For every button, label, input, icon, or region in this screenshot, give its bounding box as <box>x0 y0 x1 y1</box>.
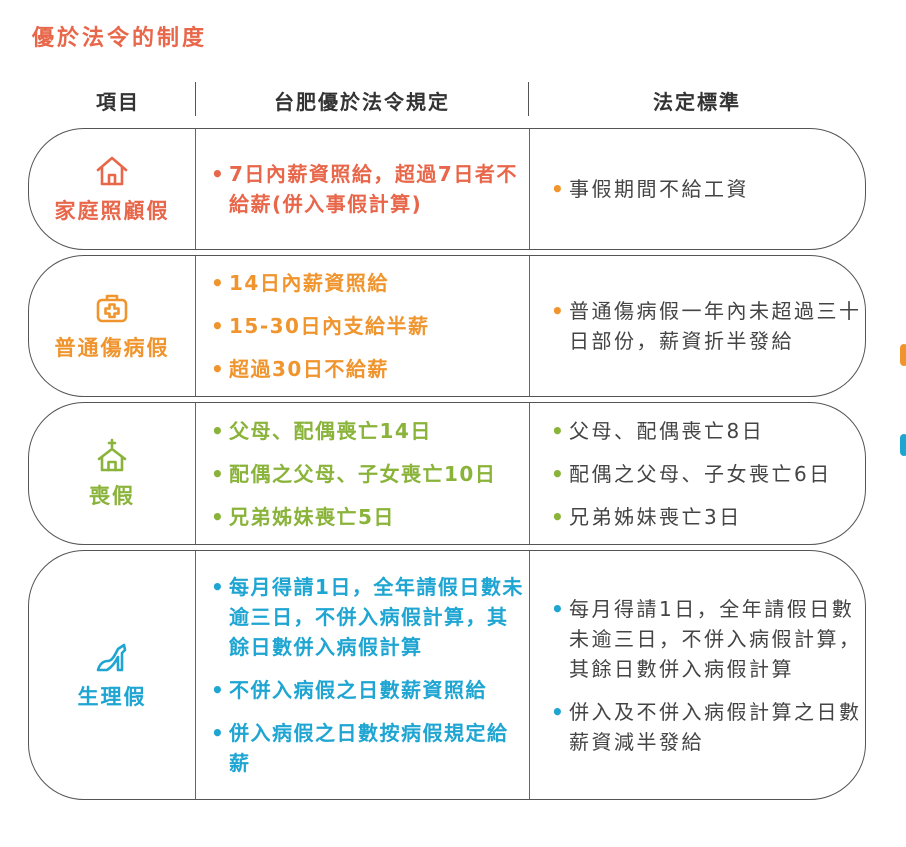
list-item: •超過30日不給薪 <box>211 357 389 381</box>
header-taifei: 台肥優於法令規定 <box>274 90 450 114</box>
list-item: •併入及不併入病假計算之日數薪資減半發給 <box>551 699 862 754</box>
row-menstrual-leave: 生理假 •每月得請1日，全年請假日數未逾三日，不併入病假計算，其餘日數併入病假計… <box>28 550 866 800</box>
list-item: •7日內薪資照給，超過7日者不給薪(併入事假計算) <box>211 162 518 216</box>
category-label: 生理假 <box>77 685 147 709</box>
list-item: •併入病假之日數按病假規定給薪 <box>211 721 509 775</box>
list-item: •事假期間不給工資 <box>551 177 749 201</box>
taifei-cell: •每月得請1日，全年請假日數未逾三日，不併入病假計算，其餘日數併入病假計算 •不… <box>205 551 525 799</box>
list-item: •每月得請1日，全年請假日數未逾三日，不併入病假計算，其餘日數併入病假計算 <box>211 575 524 659</box>
high-heel-icon <box>96 643 127 672</box>
list-item: •普通傷病假一年內未超過三十日部份，薪資折半發給 <box>551 299 862 353</box>
edge-decoration <box>900 344 906 366</box>
house-icon <box>96 156 128 186</box>
list-item: •父母、配偶喪亡8日 <box>551 418 765 443</box>
legal-cell: •父母、配偶喪亡8日 •配偶之父母、子女喪亡6日 •兄弟姊妹喪亡3日 <box>545 403 863 544</box>
category-label: 普通傷病假 <box>54 336 170 360</box>
legal-cell: •事假期間不給工資 <box>545 129 863 249</box>
category-label: 家庭照顧假 <box>54 199 170 223</box>
list-item: •兄弟姊妹喪亡5日 <box>211 504 395 529</box>
legal-cell: •普通傷病假一年內未超過三十日部份，薪資折半發給 <box>545 256 863 396</box>
list-item: •父母、配偶喪亡14日 <box>211 418 432 443</box>
list-item: •不併入病假之日數薪資照給 <box>211 678 487 702</box>
category-cell: 生理假 <box>29 551 195 799</box>
taifei-cell: •父母、配偶喪亡14日 •配偶之父母、子女喪亡10日 •兄弟姊妹喪亡5日 <box>205 403 525 544</box>
header-divider <box>528 82 529 116</box>
category-cell: 普通傷病假 <box>29 256 195 396</box>
first-aid-kit-icon <box>96 294 128 323</box>
taifei-cell: •14日內薪資照給 •15-30日內支給半薪 •超過30日不給薪 <box>205 256 525 396</box>
list-item: •15-30日內支給半薪 <box>211 314 430 338</box>
list-item: •14日內薪資照給 <box>211 271 389 295</box>
legal-cell: •每月得請1日，全年請假日數未逾三日，不併入病假計算，其餘日數併入病假計算 •併… <box>545 551 863 799</box>
chapel-icon <box>97 438 127 471</box>
row-funeral-leave: 喪假 •父母、配偶喪亡14日 •配偶之父母、子女喪亡10日 •兄弟姊妹喪亡5日 … <box>28 402 866 545</box>
category-cell: 喪假 <box>29 403 195 544</box>
row-sick-leave: 普通傷病假 •14日內薪資照給 •15-30日內支給半薪 •超過30日不給薪 •… <box>28 255 866 397</box>
list-item: •兄弟姊妹喪亡3日 <box>551 504 742 529</box>
category-label: 喪假 <box>89 483 135 508</box>
category-cell: 家庭照顧假 <box>29 129 195 249</box>
header-item: 項目 <box>96 90 140 114</box>
page-title: 優於法令的制度 <box>32 26 208 51</box>
list-item: •配偶之父母、子女喪亡10日 <box>211 461 497 486</box>
edge-decoration <box>900 434 906 456</box>
row-family-care-leave: 家庭照顧假 •7日內薪資照給，超過7日者不給薪(併入事假計算) •事假期間不給工… <box>28 128 866 250</box>
list-item: •每月得請1日，全年請假日數未逾三日，不併入病假計算，其餘日數併入病假計算 <box>551 596 862 681</box>
taifei-cell: •7日內薪資照給，超過7日者不給薪(併入事假計算) <box>205 129 525 249</box>
list-item: •配偶之父母、子女喪亡6日 <box>551 461 832 486</box>
header-legal: 法定標準 <box>653 90 741 114</box>
header-divider <box>195 82 196 116</box>
